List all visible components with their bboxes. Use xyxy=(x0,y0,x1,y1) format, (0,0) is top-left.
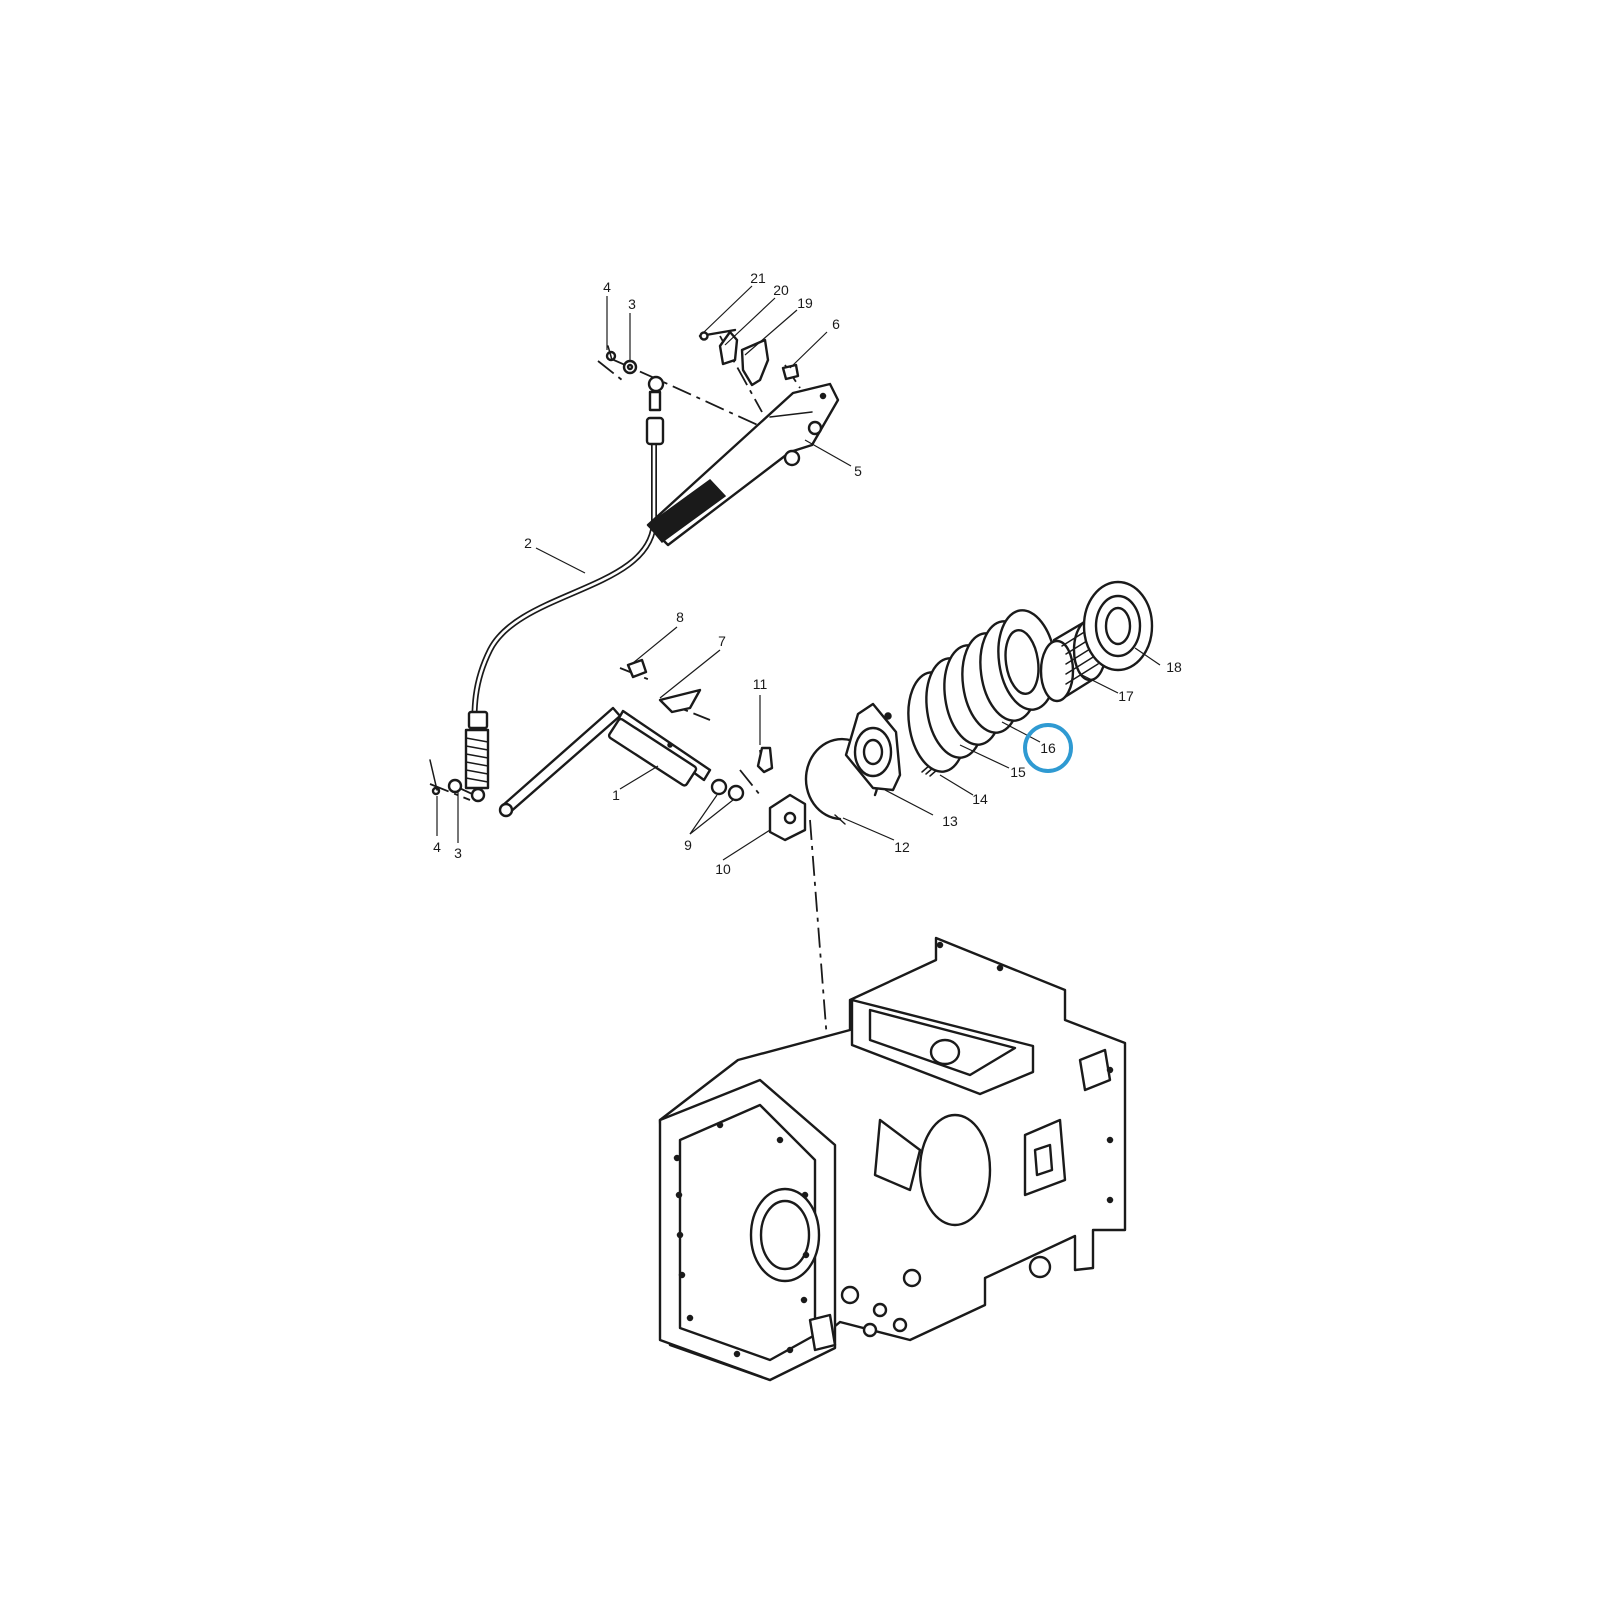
leader-lines xyxy=(436,285,1161,861)
callout-21: 21 xyxy=(750,270,766,286)
callout-18: 18 xyxy=(1166,659,1182,675)
clutch-disc-pack xyxy=(907,609,1057,773)
fork-and-bolt xyxy=(626,658,807,842)
callout-6: 6 xyxy=(832,316,840,332)
callout-15: 15 xyxy=(1010,764,1026,780)
callout-12: 12 xyxy=(894,839,910,855)
callout-2: 2 xyxy=(524,535,532,551)
callout-11: 11 xyxy=(753,676,768,692)
callout-labels: 4 3 21 20 19 6 5 2 8 7 11 1 9 10 12 13 1… xyxy=(433,270,1182,877)
callout-8: 8 xyxy=(676,609,684,625)
shaft-and-arm xyxy=(429,706,745,818)
callout-16: 16 xyxy=(1040,740,1056,756)
pressure-plate xyxy=(844,702,902,792)
highlight-circle xyxy=(1023,723,1073,773)
cable-assembly xyxy=(464,375,665,803)
callout-13: 13 xyxy=(942,813,958,829)
callout-19: 19 xyxy=(797,295,813,311)
callout-7: 7 xyxy=(718,633,726,649)
callout-10: 10 xyxy=(715,861,731,877)
callout-14: 14 xyxy=(972,791,988,807)
callout-20: 20 xyxy=(773,282,789,298)
top-hardware xyxy=(605,328,800,387)
transmission-housing xyxy=(658,936,1127,1382)
callout-1: 1 xyxy=(612,787,620,803)
hand-lever xyxy=(646,382,840,547)
callout-4-lower: 4 xyxy=(433,839,441,855)
callout-17: 17 xyxy=(1118,688,1134,704)
bearing xyxy=(1082,580,1154,672)
callout-9: 9 xyxy=(684,837,692,853)
callout-5: 5 xyxy=(854,463,862,479)
callout-3: 3 xyxy=(628,296,636,312)
callout-3-lower: 3 xyxy=(454,845,462,861)
callout-4: 4 xyxy=(603,279,611,295)
